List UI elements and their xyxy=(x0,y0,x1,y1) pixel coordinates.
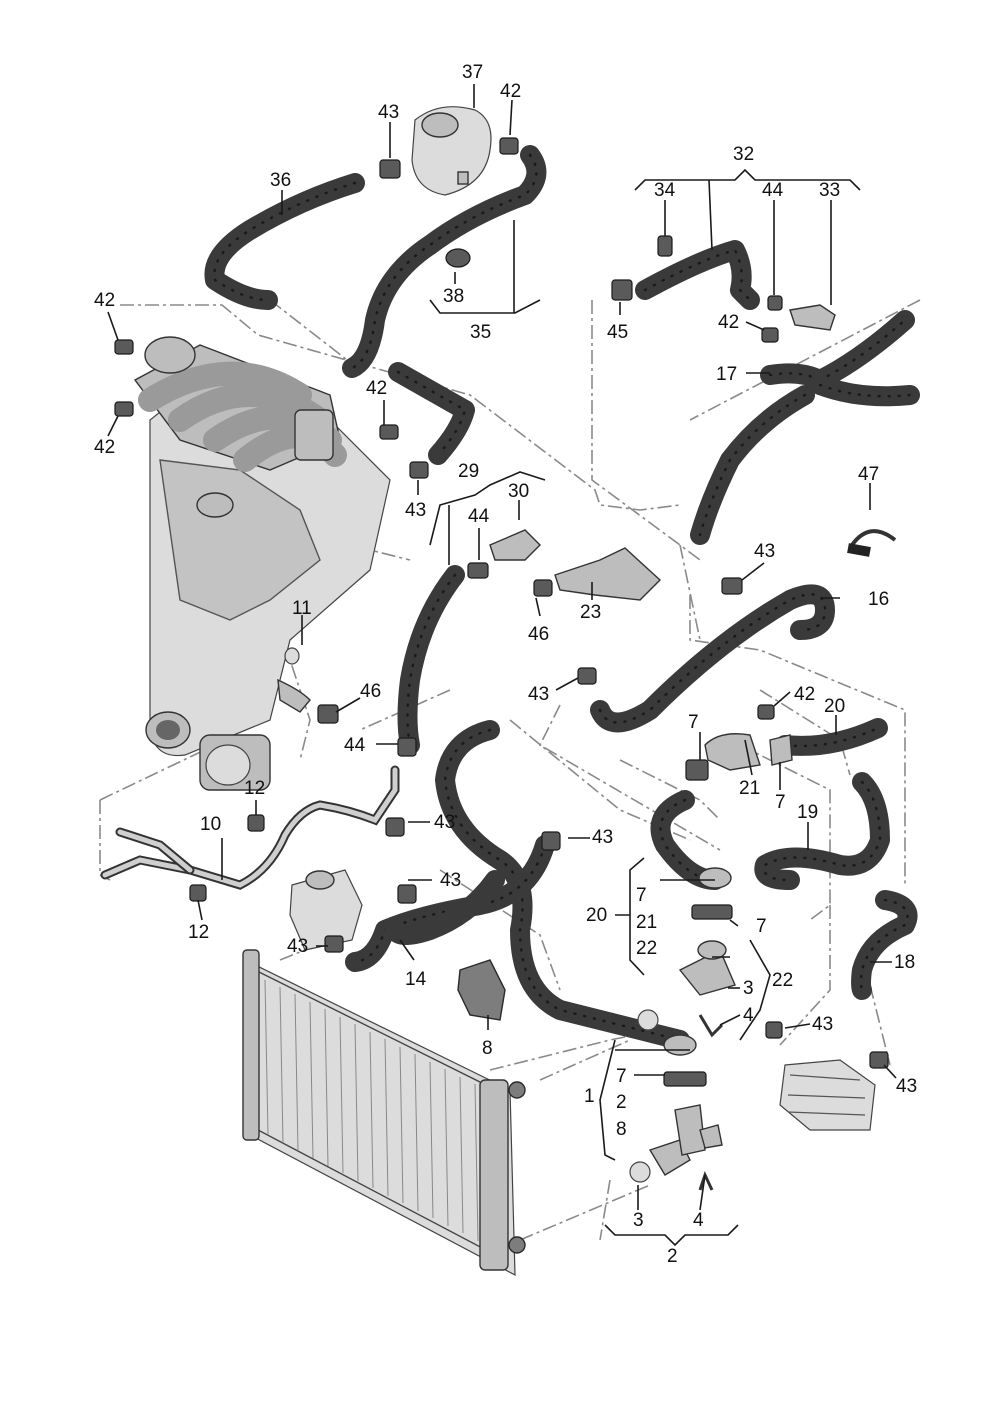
part-label-7: 7 xyxy=(756,916,767,937)
part-label-7: 7 xyxy=(688,712,699,733)
part-label-7: 7 xyxy=(616,1066,627,1087)
oil-cooler xyxy=(779,1059,876,1131)
part-label-30: 30 xyxy=(508,481,529,502)
part-label-8: 8 xyxy=(616,1119,627,1140)
part-labels: 37 42 43 36 38 35 32 34 44 33 45 42 17 4… xyxy=(94,62,917,1267)
engine-block xyxy=(133,336,391,791)
part-label-43: 43 xyxy=(434,812,455,833)
part-label-2: 2 xyxy=(667,1246,678,1267)
part-label-17: 17 xyxy=(716,364,737,385)
part-label-36: 36 xyxy=(270,170,291,191)
part-label-21: 21 xyxy=(739,778,760,799)
part-label-38: 38 xyxy=(443,286,464,307)
part-label-8: 8 xyxy=(482,1038,493,1059)
part-label-4: 4 xyxy=(693,1210,704,1231)
fittings xyxy=(277,304,897,1191)
part-label-43: 43 xyxy=(896,1076,917,1097)
part-label-11: 11 xyxy=(292,598,312,619)
part-label-20: 20 xyxy=(824,696,845,717)
part-label-43: 43 xyxy=(592,827,613,848)
part-label-12: 12 xyxy=(244,778,265,799)
part-label-46: 46 xyxy=(528,624,549,645)
part-label-10: 10 xyxy=(200,814,221,835)
part-label-33: 33 xyxy=(819,180,840,201)
part-label-7: 7 xyxy=(775,792,786,813)
part-label-47: 47 xyxy=(858,464,879,485)
part-label-42: 42 xyxy=(366,378,387,399)
part-label-19: 19 xyxy=(797,802,818,823)
part-label-29: 29 xyxy=(458,461,479,482)
part-label-44: 44 xyxy=(344,735,366,756)
hoses xyxy=(204,145,920,1050)
part-label-44: 44 xyxy=(468,506,490,527)
fluid-reservoir xyxy=(289,869,363,951)
part-label-42: 42 xyxy=(500,81,521,102)
part-label-23: 23 xyxy=(580,602,601,623)
part-label-45: 45 xyxy=(607,322,628,343)
part-label-43: 43 xyxy=(405,500,426,521)
part-label-43: 43 xyxy=(528,684,549,705)
part-label-22: 22 xyxy=(636,938,657,959)
part-label-44: 44 xyxy=(762,180,784,201)
part-label-35: 35 xyxy=(470,322,491,343)
part-label-43: 43 xyxy=(287,936,308,957)
leader-lines xyxy=(107,84,897,1247)
part-label-3: 3 xyxy=(633,1210,644,1231)
part-label-7: 7 xyxy=(636,885,647,906)
part-label-43: 43 xyxy=(440,870,461,891)
part-label-4: 4 xyxy=(743,1005,754,1026)
part-label-42: 42 xyxy=(94,290,115,311)
part-label-43: 43 xyxy=(812,1014,833,1035)
part-label-37: 37 xyxy=(462,62,483,83)
part-label-22: 22 xyxy=(772,970,793,991)
part-label-2: 2 xyxy=(616,1092,627,1113)
radiator xyxy=(242,949,526,1277)
part-label-12: 12 xyxy=(188,922,209,943)
coolant-pipe xyxy=(100,765,400,890)
part-label-46: 46 xyxy=(360,681,381,702)
part-label-34: 34 xyxy=(654,180,676,201)
part-label-42: 42 xyxy=(718,312,739,333)
part-label-43: 43 xyxy=(378,102,399,123)
part-label-21: 21 xyxy=(636,912,657,933)
part-label-1: 1 xyxy=(584,1086,595,1107)
part-label-16: 16 xyxy=(868,589,889,610)
part-label-32: 32 xyxy=(733,144,754,165)
part-label-3: 3 xyxy=(743,978,754,999)
part-label-18: 18 xyxy=(894,952,915,973)
expansion-tank xyxy=(411,106,492,196)
part-label-42: 42 xyxy=(794,684,815,705)
part-label-42: 42 xyxy=(94,437,115,458)
hose-clamps xyxy=(114,137,889,1087)
part-label-14: 14 xyxy=(405,969,427,990)
part-label-43: 43 xyxy=(754,541,775,562)
part-label-20: 20 xyxy=(586,905,607,926)
